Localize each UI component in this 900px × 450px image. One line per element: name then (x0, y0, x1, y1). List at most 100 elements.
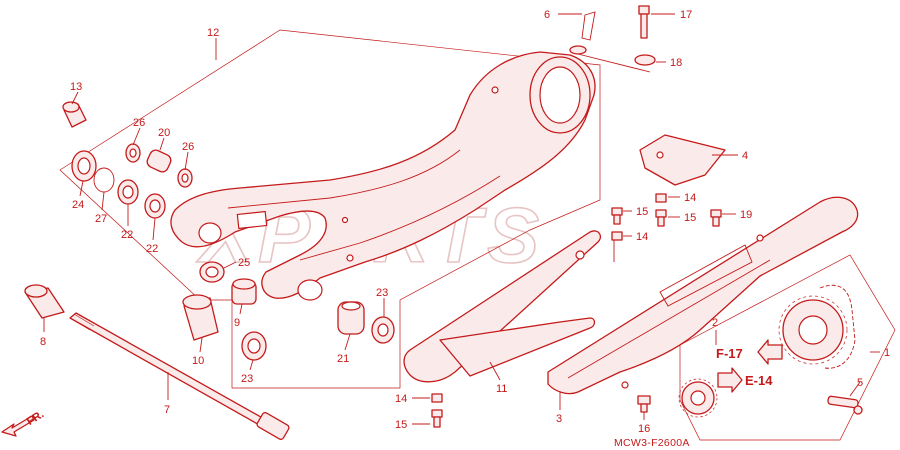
seal-24[interactable] (71, 150, 97, 182)
nut-14-low[interactable] (431, 393, 443, 403)
bracket-4[interactable] (639, 134, 726, 186)
bolt-15-top-shank (657, 216, 665, 227)
ref-e14[interactable]: E-14 (717, 367, 773, 393)
callout-7: 7 (164, 404, 170, 416)
axle[interactable] (69, 312, 290, 440)
nut-14-mid[interactable] (611, 231, 623, 241)
ref-e14-arrow (717, 367, 743, 393)
callout-19: 19 (740, 209, 752, 221)
swingarm-left-eye (198, 222, 222, 244)
drive-chain[interactable] (819, 284, 856, 369)
leader-6-washer (577, 53, 651, 73)
drive-sprocket-teeth (678, 378, 718, 418)
callout-9: 9 (234, 317, 240, 329)
seal-24-inner (77, 157, 91, 175)
callout-16: 16 (638, 423, 650, 435)
collar-9[interactable] (231, 278, 257, 305)
hook-6-body (581, 11, 596, 41)
collar-8-end (24, 284, 48, 298)
bolt-15-low-head (431, 409, 443, 418)
bracket-4-hole (656, 151, 664, 159)
axle-thread (69, 313, 95, 331)
callout-8: 8 (40, 336, 46, 348)
seal-23-left[interactable] (241, 331, 267, 361)
collar-9-end (232, 278, 256, 290)
leader-5 (849, 381, 861, 397)
seal-26-right[interactable] (177, 168, 193, 188)
washer-18-body (634, 54, 656, 66)
collar-8[interactable] (24, 284, 65, 319)
chain-slider[interactable] (403, 230, 602, 383)
front-label: FR. (25, 408, 46, 428)
rear-sprocket-teeth (778, 295, 848, 365)
bolt-15-mid[interactable] (611, 207, 623, 225)
bolt-17[interactable] (638, 5, 650, 39)
bolt-16[interactable] (637, 395, 651, 413)
circlip-27[interactable] (93, 167, 115, 193)
chain-slider-lower (439, 317, 596, 377)
bolt-16-head (637, 395, 651, 405)
leader-21 (344, 333, 351, 351)
swingarm[interactable] (170, 51, 596, 301)
bearing-22-right[interactable] (144, 193, 166, 219)
seal-23-right[interactable] (371, 316, 395, 344)
callout-3: 3 (556, 413, 562, 425)
hook-6-washer (569, 45, 587, 55)
collar-13[interactable] (62, 101, 87, 128)
bearing-22-left[interactable] (117, 179, 139, 205)
bearing-21[interactable] (337, 301, 365, 335)
collar-10[interactable] (182, 294, 219, 341)
bolt-15-top[interactable] (655, 209, 667, 227)
bolt-19[interactable] (710, 209, 722, 227)
nut-14-top[interactable] (655, 193, 667, 203)
leader-25 (223, 261, 237, 269)
front-indicator: FR. (1, 408, 46, 437)
washer-18[interactable] (634, 54, 656, 66)
leader-20 (159, 137, 165, 151)
rear-sprocket-hub (798, 315, 828, 345)
callout-22a: 22 (121, 229, 133, 241)
leader-13 (71, 91, 79, 105)
callout-5: 5 (857, 377, 863, 389)
axle-shaft (69, 312, 276, 432)
callout-6: 6 (544, 9, 550, 21)
leader-11 (489, 361, 501, 381)
front-arrow-icon (1, 415, 35, 437)
bearing-22-left-inner (122, 185, 134, 199)
callout-17: 17 (680, 9, 692, 21)
hook-6[interactable] (569, 11, 596, 55)
callout-20: 20 (158, 127, 170, 139)
drive-sprocket-hub (690, 390, 706, 406)
callout-labels: 12 13 26 20 26 24 27 22 22 25 9 10 23 21… (40, 9, 890, 435)
swingarm-bolt-hole-c (341, 216, 349, 224)
callout-15a: 15 (636, 206, 648, 218)
swingarm-group-outline (59, 29, 601, 389)
chain-case-hole-b (621, 381, 629, 389)
bolt-15-top-head (655, 209, 667, 218)
ref-e14-label: E-14 (745, 373, 773, 388)
callout-1: 1 (884, 347, 890, 359)
ref-f17[interactable]: F-17 (716, 339, 783, 365)
leader-9 (239, 303, 243, 315)
callout-10: 10 (192, 355, 204, 367)
seal-26-left[interactable] (125, 143, 141, 163)
callout-14c: 14 (395, 393, 407, 405)
callout-11: 11 (496, 383, 507, 395)
master-link-5-clip (853, 405, 863, 415)
chain-case[interactable] (547, 196, 859, 395)
drive-sprocket[interactable] (678, 378, 718, 418)
bolt-15-mid-head (611, 207, 623, 216)
seal-25[interactable] (199, 261, 225, 283)
bushing-20[interactable] (145, 148, 173, 174)
swingarm-bolt-hole-a (491, 86, 499, 94)
bolt-17-head (638, 5, 650, 15)
chain-case-rib (659, 244, 753, 307)
bolt-19-head (710, 209, 722, 218)
rear-sprocket[interactable] (778, 295, 848, 365)
bolt-15-low[interactable] (431, 409, 443, 428)
bushing-20-body (146, 149, 172, 173)
master-link-5[interactable] (827, 395, 863, 415)
leader-24 (79, 180, 84, 197)
chain-slider-hole (575, 250, 585, 260)
bolt-15-mid-shank (613, 214, 621, 225)
